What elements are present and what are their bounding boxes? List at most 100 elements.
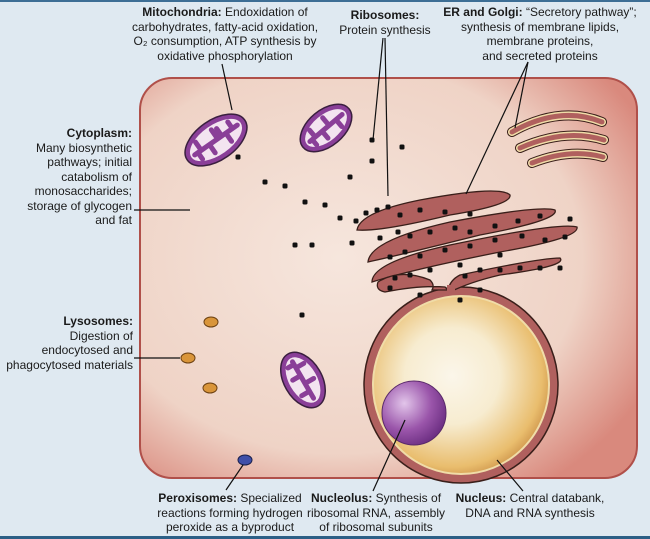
ribosome-dot [387,285,393,291]
ribosome-dot [349,240,355,246]
label-text: synthesis of membrane lipids, [460,19,620,34]
lysosome [203,316,219,328]
free-ribosomes [235,137,405,318]
label-peroxisomes: Peroxisomes: Specialized reactions formi… [150,491,310,535]
label-text: membrane proteins, [486,34,594,48]
ribosome-dot [302,199,308,205]
ribosome-dot [542,237,548,243]
ribosome-dot [262,179,268,185]
label-text: Synthesis of [375,491,442,505]
leader-ribosomes [372,37,384,141]
ribosome-dot [477,287,483,293]
nucleolus [381,380,447,446]
label-text: ribosomal RNA, assembly [306,505,446,520]
label-text: storage of glycogen [27,198,132,213]
label-text: catabolism of [61,169,132,184]
label-lysosomes: Lysosomes: Digestion of endocytosed and … [0,314,133,372]
ribosome-dot [353,218,359,224]
label-text: Specialized [240,491,302,505]
ribosome-dot [427,267,433,273]
leader-mitochondria [221,63,233,111]
ribosome-dot [347,174,353,180]
ribosome-dot [442,247,448,253]
label-text: endocytosed and [41,343,133,357]
label-text: “Secretory pathway”; [525,5,637,19]
ribosome-dot [497,267,503,273]
label-text: Many biosynthetic [35,140,132,155]
label-title: Ribosomes: [350,8,420,22]
ribosome-dot [537,213,543,219]
ribosome-dot [467,243,473,249]
ribosome-dot [567,216,573,222]
label-text: phagocytosed materials [6,357,133,372]
ribosome-dot [427,229,433,235]
ribosome-dot [562,234,568,240]
leader-nucleolus [372,419,406,492]
ribosome-dot [387,254,393,260]
label-text: monosaccharides; [34,184,132,198]
label-cytoplasm: Cytoplasm: Many biosynthetic pathways; i… [0,126,132,228]
ribosome-dot [299,312,305,318]
label-nucleus: Nucleus: Central databank, DNA and RNA s… [450,491,610,520]
ribosome-dot [457,297,463,303]
ribosome-dot [557,265,563,271]
leader-peroxisomes [225,464,244,491]
mitochondrion [279,351,327,409]
ribosome-dot [369,158,375,164]
label-title: Peroxisomes: [158,491,237,505]
label-text: of ribosomal subunits [319,520,433,534]
label-er-golgi: ER and Golgi: “Secretory pathway”; synth… [430,5,650,63]
ribosome-dot [402,249,408,255]
label-title: ER and Golgi: [443,5,523,19]
peroxisome [237,454,253,466]
label-text: carbohydrates, fatty-acid oxidation, [131,19,319,34]
ribosome-dot [374,207,380,213]
ribosome-dot [515,218,521,224]
ribosome-dot [467,229,473,235]
ribosome-dot [417,207,423,213]
ribosome-dot [399,144,405,150]
ribosome-dot [492,237,498,243]
label-text: O₂ consumption, ATP synthesis by [133,34,317,48]
label-text: DNA and RNA synthesis [465,505,595,520]
lysosome [202,382,218,394]
ribosomes-on-er [353,204,573,303]
label-mitochondria: Mitochondria: Endoxidation of carbohydra… [100,5,350,63]
label-text: and secreted proteins [482,48,598,63]
ribosome-dot [407,272,413,278]
label-title: Cytoplasm: [66,126,132,140]
ribosome-dot [477,267,483,273]
label-text: oxidative phosphorylation [157,48,293,63]
ribosome-dot [497,252,503,258]
lysosome [180,352,196,364]
ribosome-dot [337,215,343,221]
label-ribosomes: Ribosomes: Protein synthesis [330,8,440,37]
label-text: Digestion of [69,328,133,343]
endoplasmic-reticulum [356,190,578,295]
ribosome-dot [309,242,315,248]
ribosome-dot [467,211,473,217]
label-title: Mitochondria: [142,5,222,19]
ribosome-dot [235,154,241,160]
leader-ribosomes [384,37,389,197]
leader-golgi [514,61,529,129]
ribosome-dot [462,273,468,279]
ribosome-dot [537,265,543,271]
ribosome-dot [392,275,398,281]
ribosome-dot [417,253,423,259]
ribosome-dot [519,233,525,239]
ribosome-dot [492,223,498,229]
ribosome-dot [395,229,401,235]
ribosome-dot [452,225,458,231]
ribosome-dot [385,204,391,210]
ribosome-dot [442,209,448,215]
label-title: Nucleus: [455,491,507,505]
label-text: and fat [95,213,132,227]
mitochondrion [184,113,248,167]
label-text: pathways; initial [47,155,132,169]
label-text: Protein synthesis [339,22,431,37]
ribosome-dot [322,202,328,208]
leader-nucleus [496,459,524,492]
